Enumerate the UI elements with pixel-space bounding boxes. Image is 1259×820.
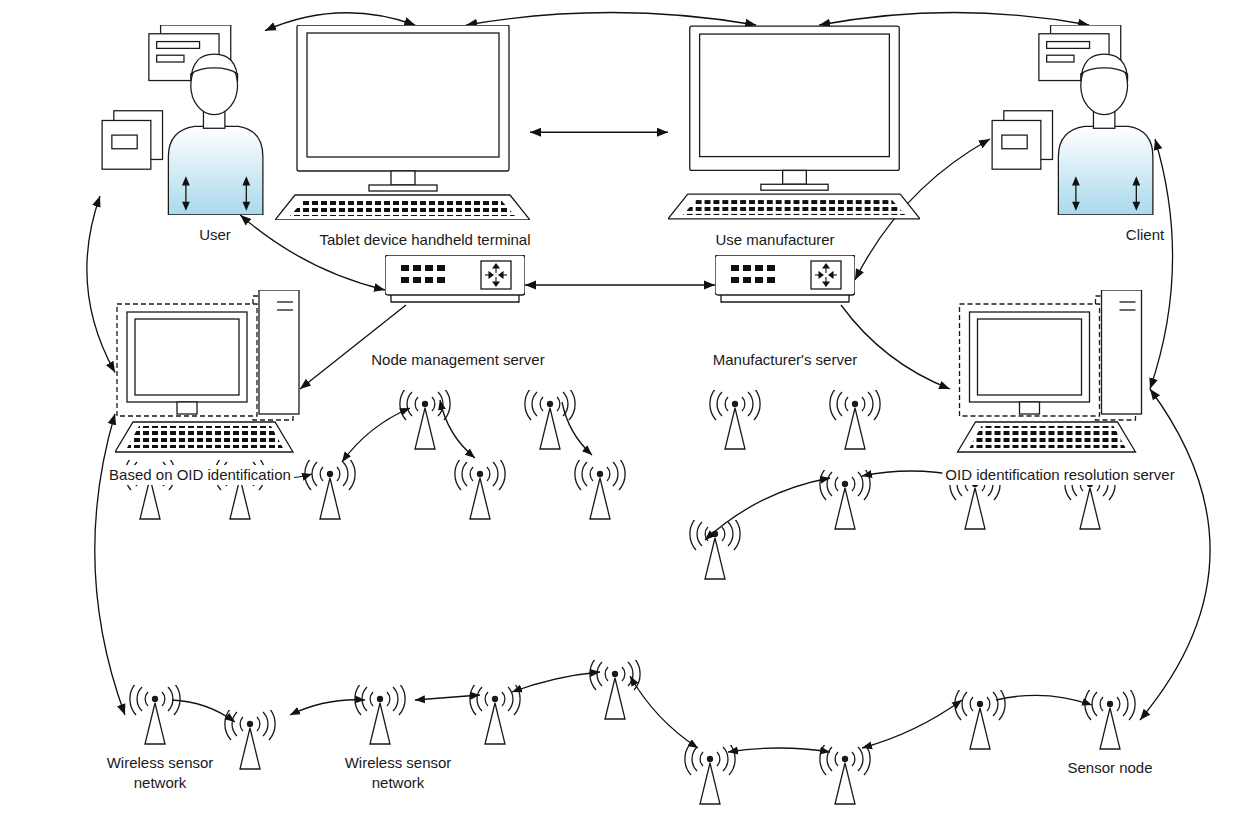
connector-arrow xyxy=(819,13,1089,26)
node-label: Sensor node xyxy=(1064,758,1155,778)
device-node: Wireless sensor network xyxy=(125,685,185,745)
node-label: Wireless sensor network xyxy=(97,753,223,792)
connector-arrow xyxy=(300,305,406,389)
node-label: Use manufacturer xyxy=(712,230,837,250)
link-arrow xyxy=(705,478,830,540)
device-node: Sensor node xyxy=(1080,690,1140,750)
connector-arrow xyxy=(530,132,668,133)
link-arrow xyxy=(728,748,830,752)
antenna-symbol xyxy=(955,688,1005,749)
computer-icon xyxy=(115,290,300,455)
antenna-symbol xyxy=(830,388,880,449)
connector-arrow xyxy=(240,215,385,290)
antenna-symbol xyxy=(710,388,760,449)
person-icon xyxy=(990,25,1155,215)
connector-arrow xyxy=(1140,389,1210,720)
device-node: Use manufacturer xyxy=(668,25,920,220)
connector-arrow xyxy=(466,13,756,26)
link-arrow xyxy=(862,700,962,748)
antenna-symbol xyxy=(525,388,575,449)
node-label: Wireless sensor network xyxy=(335,753,461,792)
router-icon xyxy=(715,255,855,305)
device-node: Client xyxy=(990,25,1155,215)
connector-arrow xyxy=(95,414,125,715)
node-label: Tablet device handheld terminal xyxy=(317,230,534,250)
antenna-symbol xyxy=(305,458,355,519)
link-arrow xyxy=(512,672,600,692)
antenna-symbol xyxy=(820,468,870,529)
person-icon xyxy=(100,25,265,215)
link-arrow xyxy=(996,695,1092,705)
device-node: User xyxy=(100,25,265,215)
link-arrow xyxy=(415,695,480,700)
device-node: Manufacturer's server xyxy=(715,255,855,305)
antenna-symbol xyxy=(685,743,735,804)
link-arrow xyxy=(172,700,235,722)
node-label: OID identification resolution server xyxy=(942,465,1177,485)
router-icon xyxy=(385,255,525,305)
device-node: Node management server xyxy=(385,255,525,305)
link-arrow xyxy=(562,402,592,455)
link-arrow xyxy=(440,400,475,458)
device-node: Based on OID identification xyxy=(115,290,300,455)
node-label: Based on OID identification xyxy=(106,465,294,485)
link-arrow xyxy=(290,700,365,715)
link-arrow xyxy=(630,676,698,748)
computer-icon xyxy=(950,290,1150,455)
node-label: Manufacturer's server xyxy=(710,350,861,370)
antenna-symbol xyxy=(1080,690,1140,750)
antenna-symbol xyxy=(575,458,625,519)
antenna-symbol xyxy=(690,518,740,579)
connector-arrow xyxy=(87,196,115,373)
antenna-symbol xyxy=(225,708,275,769)
device-node: Wireless sensor network xyxy=(350,685,410,745)
node-label: Client xyxy=(1123,225,1167,245)
device-node: OID identification resolution server xyxy=(950,290,1150,455)
connector-arrow xyxy=(841,305,950,389)
antenna-symbol xyxy=(455,458,505,519)
antenna-symbol xyxy=(125,685,185,745)
node-label: Node management server xyxy=(368,350,547,370)
node-label: User xyxy=(196,225,234,245)
device-node: Tablet device handheld terminal xyxy=(275,25,530,220)
antenna-symbol xyxy=(350,685,410,745)
link-arrow xyxy=(342,408,410,462)
antenna-symbol xyxy=(590,658,640,719)
monitor-icon xyxy=(275,25,530,220)
connector-arrow xyxy=(525,284,715,285)
monitor-icon xyxy=(668,25,920,220)
antenna-symbol xyxy=(400,388,450,449)
